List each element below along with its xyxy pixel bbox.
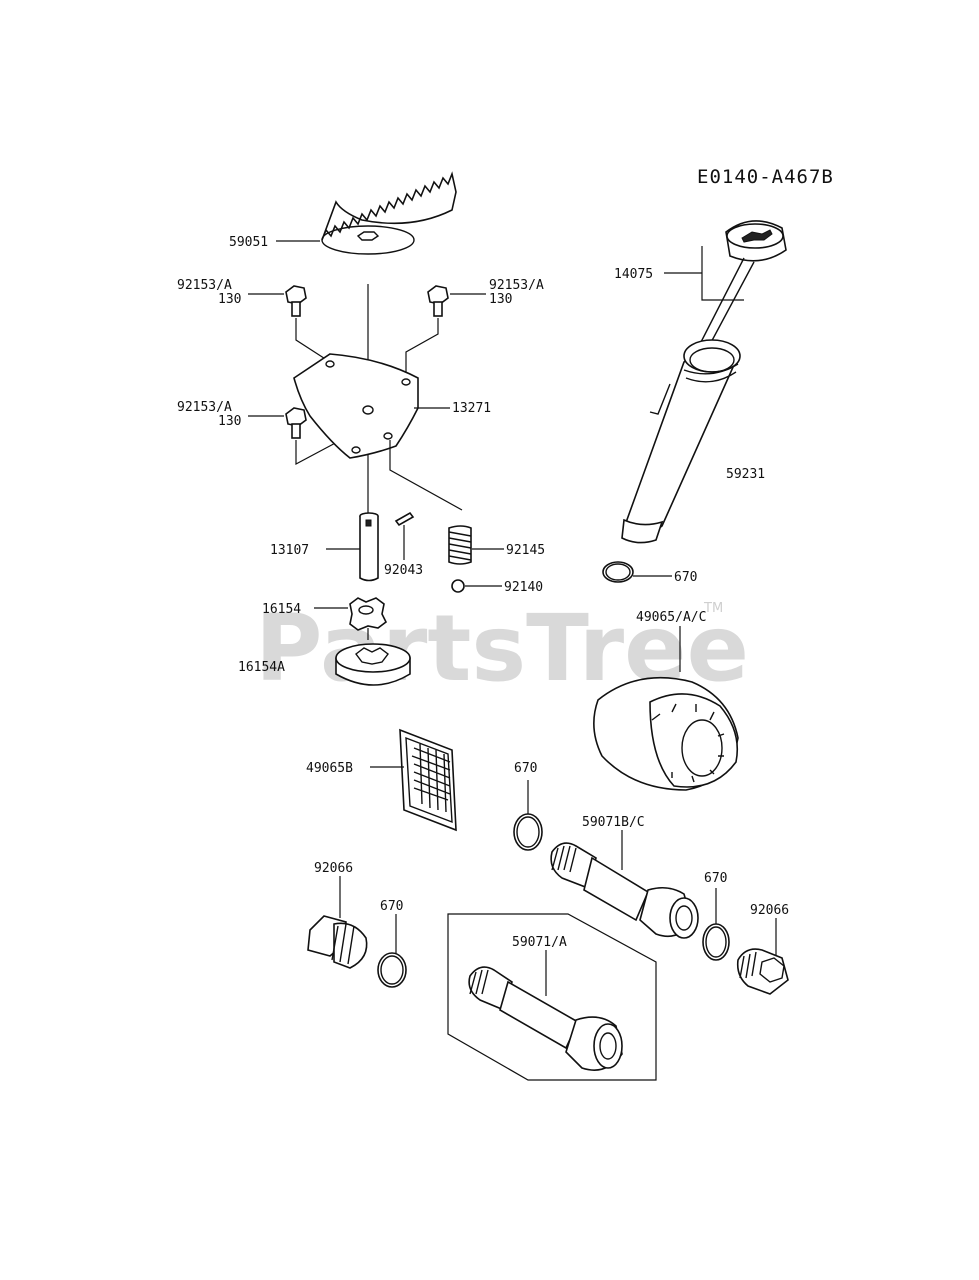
bolt-left-top-part[interactable] [285,285,307,317]
oring-right-part[interactable] [702,923,730,961]
callout-ball[interactable]: 92140 [504,580,543,595]
callout-oring-right[interactable]: 670 [704,871,727,886]
callout-spring[interactable]: 92145 [506,543,545,558]
callout-pin[interactable]: 92043 [384,563,423,578]
diagram-code: E0140-A467B [697,166,834,188]
pipe-a-part[interactable] [468,966,623,1071]
pipe-a-box [447,913,657,1081]
callout-oil-filter[interactable]: 49065/A/C [636,610,706,625]
pipe-bc-part[interactable] [550,842,699,939]
gear-part[interactable] [321,171,457,255]
callout-plug-left[interactable]: 92066 [314,861,353,876]
oring-mid-part[interactable] [513,813,543,851]
callout-oring-left[interactable]: 670 [380,899,403,914]
oil-filter-part[interactable] [593,676,739,791]
ball-part[interactable] [451,579,465,593]
watermark-tm: TM [703,601,723,616]
inner-rotor-part[interactable] [349,597,388,631]
callout-oring-mid[interactable]: 670 [514,761,537,776]
callout-filler-tube[interactable]: 59231 [726,467,765,482]
pin-part[interactable] [394,511,415,527]
callout-dipstick[interactable]: 14075 [614,267,653,282]
bolt-right-top-part[interactable] [427,285,449,317]
screen-part[interactable] [399,728,457,832]
callout-bolt-left-top[interactable]: 92153/A [177,278,232,293]
plug-right-part[interactable] [736,948,789,995]
shaft-part[interactable] [359,512,379,582]
callout-oring-tube[interactable]: 670 [674,570,697,585]
callout-gear[interactable]: 59051 [229,235,268,250]
callout-plug-right[interactable]: 92066 [750,903,789,918]
filler-tube-part[interactable] [621,339,741,544]
callout-bolt-left-mid[interactable]: 92153/A [177,400,232,415]
bolt-left-mid-part[interactable] [285,407,307,439]
callout-bolt-right-top-sub[interactable]: 130 [489,292,512,307]
callout-pipe-a[interactable]: 59071/A [512,935,567,950]
callout-plate[interactable]: 13271 [452,401,491,416]
callout-inner-rotor[interactable]: 16154 [262,602,301,617]
callout-bolt-left-top-sub[interactable]: 130 [218,292,241,307]
callout-outer-rotor[interactable]: 16154A [238,660,285,675]
plate-part[interactable] [293,353,419,459]
oring-tube-part[interactable] [602,561,634,583]
dipstick-part[interactable] [699,220,787,349]
callout-shaft[interactable]: 13107 [270,543,309,558]
callout-screen[interactable]: 49065B [306,761,353,776]
oring-left-part[interactable] [377,952,407,988]
callout-bolt-left-mid-sub[interactable]: 130 [218,414,241,429]
callout-pipe-bc[interactable]: 59071B/C [582,815,645,830]
callout-bolt-right-top[interactable]: 92153/A [489,278,544,293]
outer-rotor-part[interactable] [335,643,411,686]
plug-left-part[interactable] [307,915,368,969]
spring-part[interactable] [448,525,472,565]
